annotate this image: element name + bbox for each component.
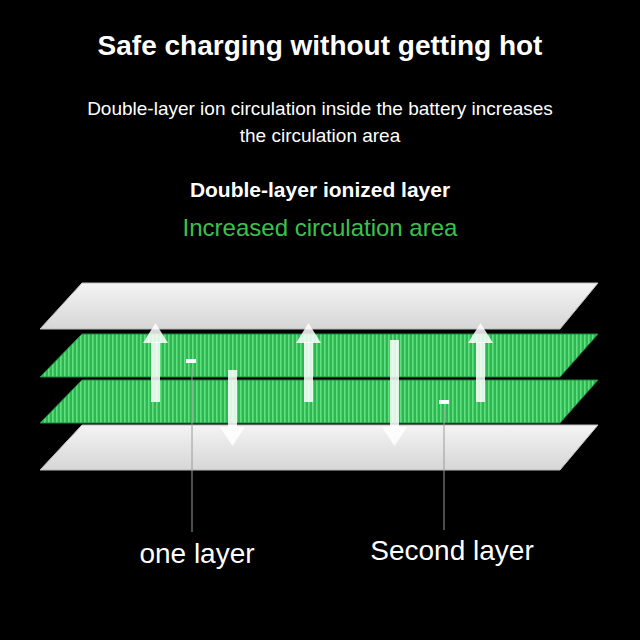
top-plate xyxy=(40,283,598,329)
arrow-shaft xyxy=(304,342,313,402)
arrow-head xyxy=(382,427,407,446)
bottom-plate xyxy=(40,425,598,470)
arrow-shaft xyxy=(390,340,399,428)
minus-mark xyxy=(186,359,196,363)
arrow-shaft xyxy=(228,370,237,428)
arrow-head xyxy=(468,323,493,343)
layer-label: one layer xyxy=(139,538,254,570)
subtitle: Double-layer ion circulation inside the … xyxy=(80,95,560,149)
highlight: Increased circulation area xyxy=(183,214,458,242)
arrow-head xyxy=(296,323,321,343)
ion-arrows xyxy=(143,323,493,446)
minus-mark xyxy=(439,400,449,404)
second-ion-layer xyxy=(40,380,598,423)
arrow-shaft xyxy=(151,342,160,402)
title: Safe charging without getting hot xyxy=(98,30,543,62)
arrow-head xyxy=(220,427,245,446)
leader-line xyxy=(444,408,445,530)
layer-label: Second layer xyxy=(370,535,533,567)
heading: Double-layer ionized layer xyxy=(190,178,450,202)
arrow-shaft xyxy=(476,342,485,402)
arrow-head xyxy=(143,323,168,343)
leader-line xyxy=(192,368,193,532)
